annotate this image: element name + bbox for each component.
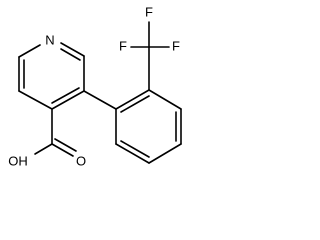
label-bg-f-top: [143, 5, 155, 21]
bond-pyridine-phenyl: [83, 90, 117, 110]
atom-label-f-left: F: [119, 38, 127, 53]
label-bg-f-right: [170, 39, 182, 55]
bond-ph-c1-c2-double: [120, 95, 150, 113]
bond-ph-c1-c2: [115, 89, 150, 110]
atom-label-o-carbonyl: O: [76, 153, 86, 168]
label-bg-n: [43, 33, 57, 49]
bond-ph-c4-c5: [148, 143, 182, 164]
atom-label-n: N: [45, 32, 54, 47]
atom-label-oh: OH: [8, 153, 28, 168]
bond-c2-n: [18, 44, 41, 58]
label-bg-o: [74, 154, 88, 170]
bond-carboxyl-o-double-b: [54, 138, 77, 152]
bond-ph-c5-c6: [115, 143, 150, 164]
bond-n-c6-double: [60, 48, 81, 61]
bond-ph-c2-c3: [148, 89, 182, 110]
bond-carboxyl-oh: [34, 143, 53, 155]
bond-ph-c5-c6-double: [120, 140, 150, 158]
bond-carboxyl-o-double-a: [51, 143, 74, 157]
bond-c5-c4-double: [51, 87, 80, 104]
label-bg-oh: [4, 154, 32, 170]
label-bg-f-left: [117, 39, 129, 55]
structure-canvas: N F F F O OH: [0, 0, 203, 176]
bond-c5-c4: [51, 90, 85, 110]
atom-label-f-right: F: [172, 38, 180, 53]
bond-c4-c3: [18, 90, 53, 110]
chemical-structure: N F F F O OH: [4, 4, 182, 170]
bond-n-c6: [60, 42, 85, 57]
atom-label-f-top: F: [145, 4, 153, 19]
